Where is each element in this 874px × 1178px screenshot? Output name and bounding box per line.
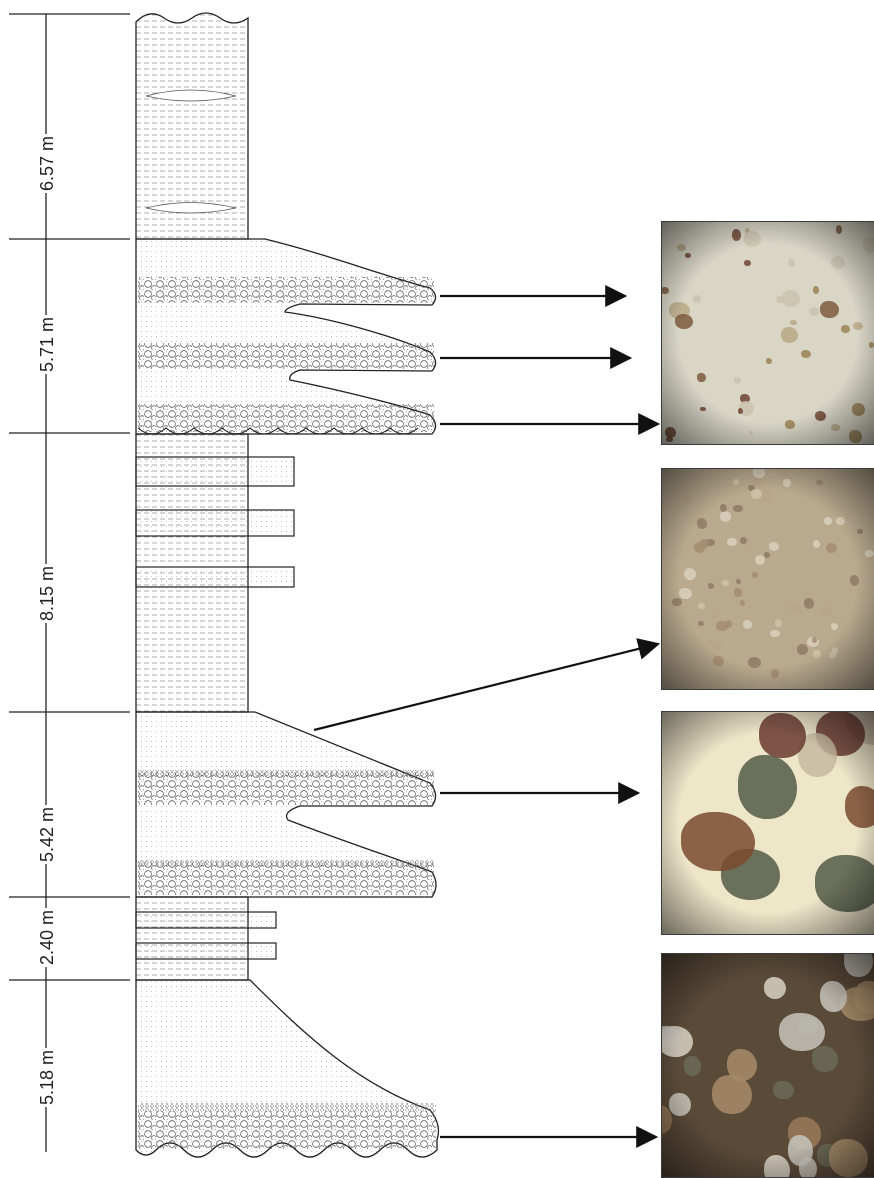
vignette (662, 712, 874, 934)
unit-sand-gravel-wedges-middle (136, 712, 436, 897)
unit-mudstone-sandbeds (136, 434, 294, 712)
unit-basal-gravel-sand (136, 980, 438, 1157)
unit-mudstone-top (136, 13, 248, 239)
vignette (662, 222, 874, 444)
photomicrograph-medium-sand (661, 468, 874, 690)
unit-sand-gravel-wedges-upper (136, 239, 436, 434)
photomicrograph-fine-sand (661, 221, 874, 445)
photomicrograph-coarse-sand (661, 711, 874, 935)
unit-thin-sand-beds (136, 897, 276, 980)
thickness-scale (9, 14, 130, 1152)
vignette (662, 954, 874, 1177)
vignette (662, 469, 874, 689)
photomicrograph-gravel (661, 953, 874, 1178)
